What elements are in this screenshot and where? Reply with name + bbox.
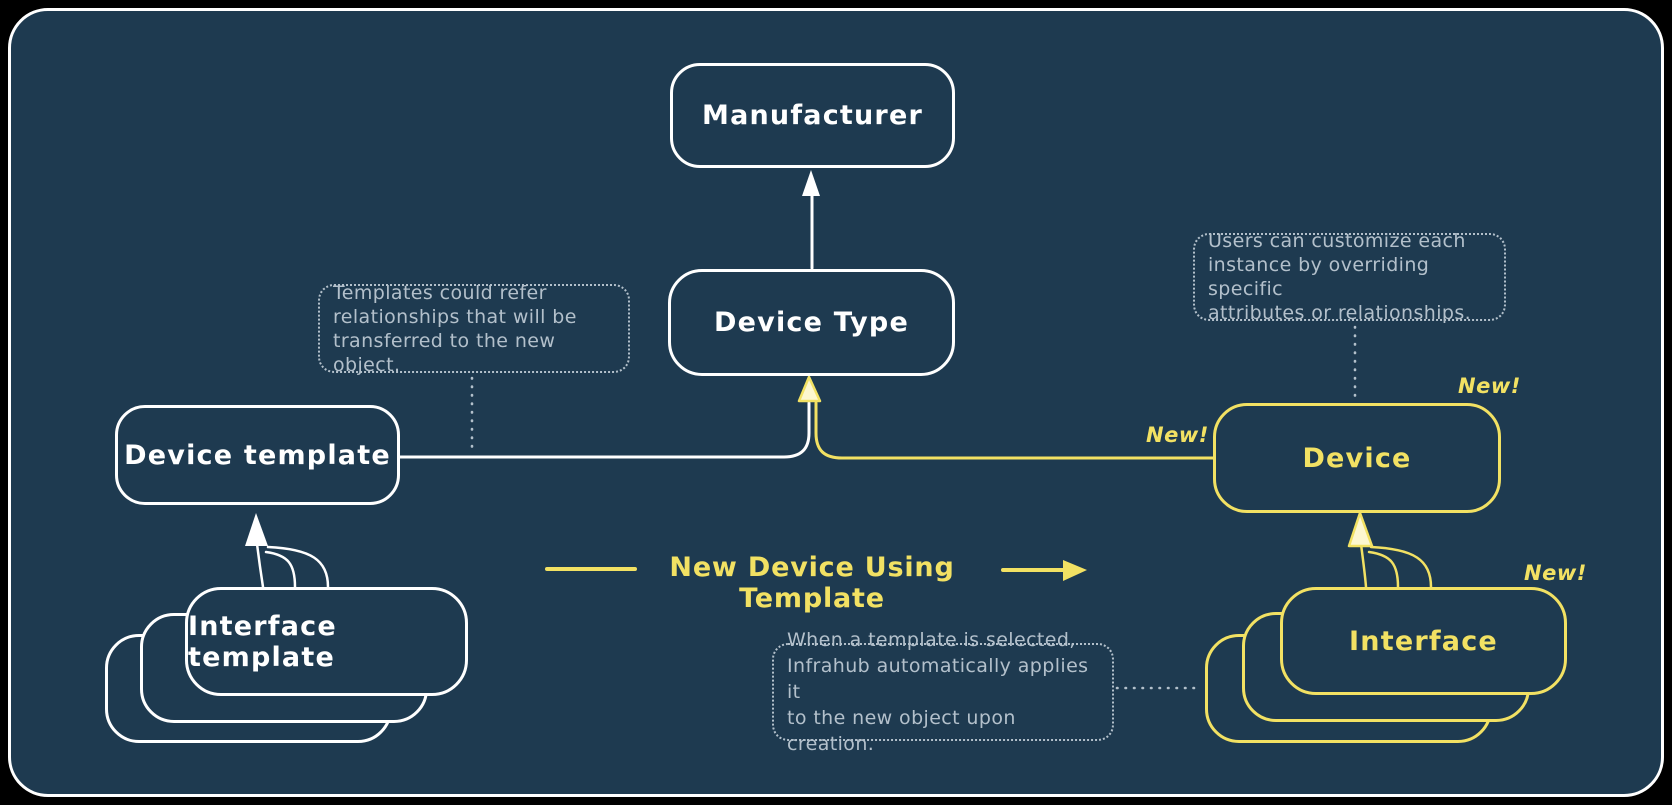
- note-templates-line1: Templates could refer: [333, 281, 547, 304]
- node-device-type: Device Type: [668, 269, 955, 376]
- note-apply-line3: to the new object upon creation.: [787, 707, 1016, 755]
- badge-new-link: New!: [1146, 423, 1209, 447]
- badge-new-interface: New!: [1524, 561, 1587, 585]
- node-manufacturer: Manufacturer: [670, 63, 955, 168]
- node-manufacturer-label: Manufacturer: [702, 100, 923, 131]
- flow-label: New Device Using Template: [669, 552, 955, 614]
- note-apply: When a template is selected, Infrahub au…: [772, 629, 1114, 755]
- node-interface: Interface: [1280, 587, 1567, 695]
- node-device: Device: [1213, 403, 1501, 513]
- note-customize-line1: Users can customize each: [1208, 230, 1466, 252]
- node-interface-template-label: Interface template: [188, 610, 337, 673]
- note-customize-line2: instance by overriding specific: [1208, 254, 1430, 300]
- note-customize-line3: attributes or relationships.: [1208, 302, 1472, 324]
- note-apply-line1: When a template is selected,: [787, 629, 1076, 651]
- node-device-template: Device template: [115, 405, 400, 505]
- node-device-label: Device: [1302, 442, 1412, 474]
- note-templates: Templates could refer relationships that…: [318, 281, 630, 376]
- node-device-template-label: Device template: [124, 439, 391, 471]
- note-templates-line3: transferred to the new object.: [333, 329, 556, 376]
- node-interface-template: Interface template: [185, 587, 468, 696]
- node-interface-label: Interface: [1349, 625, 1498, 657]
- note-templates-line2: relationships that will be: [333, 305, 577, 328]
- note-customize: Users can customize each instance by ove…: [1193, 230, 1506, 324]
- note-apply-line2: Infrahub automatically applies it: [787, 655, 1089, 703]
- badge-new-device: New!: [1458, 374, 1521, 398]
- node-device-type-label: Device Type: [714, 307, 909, 338]
